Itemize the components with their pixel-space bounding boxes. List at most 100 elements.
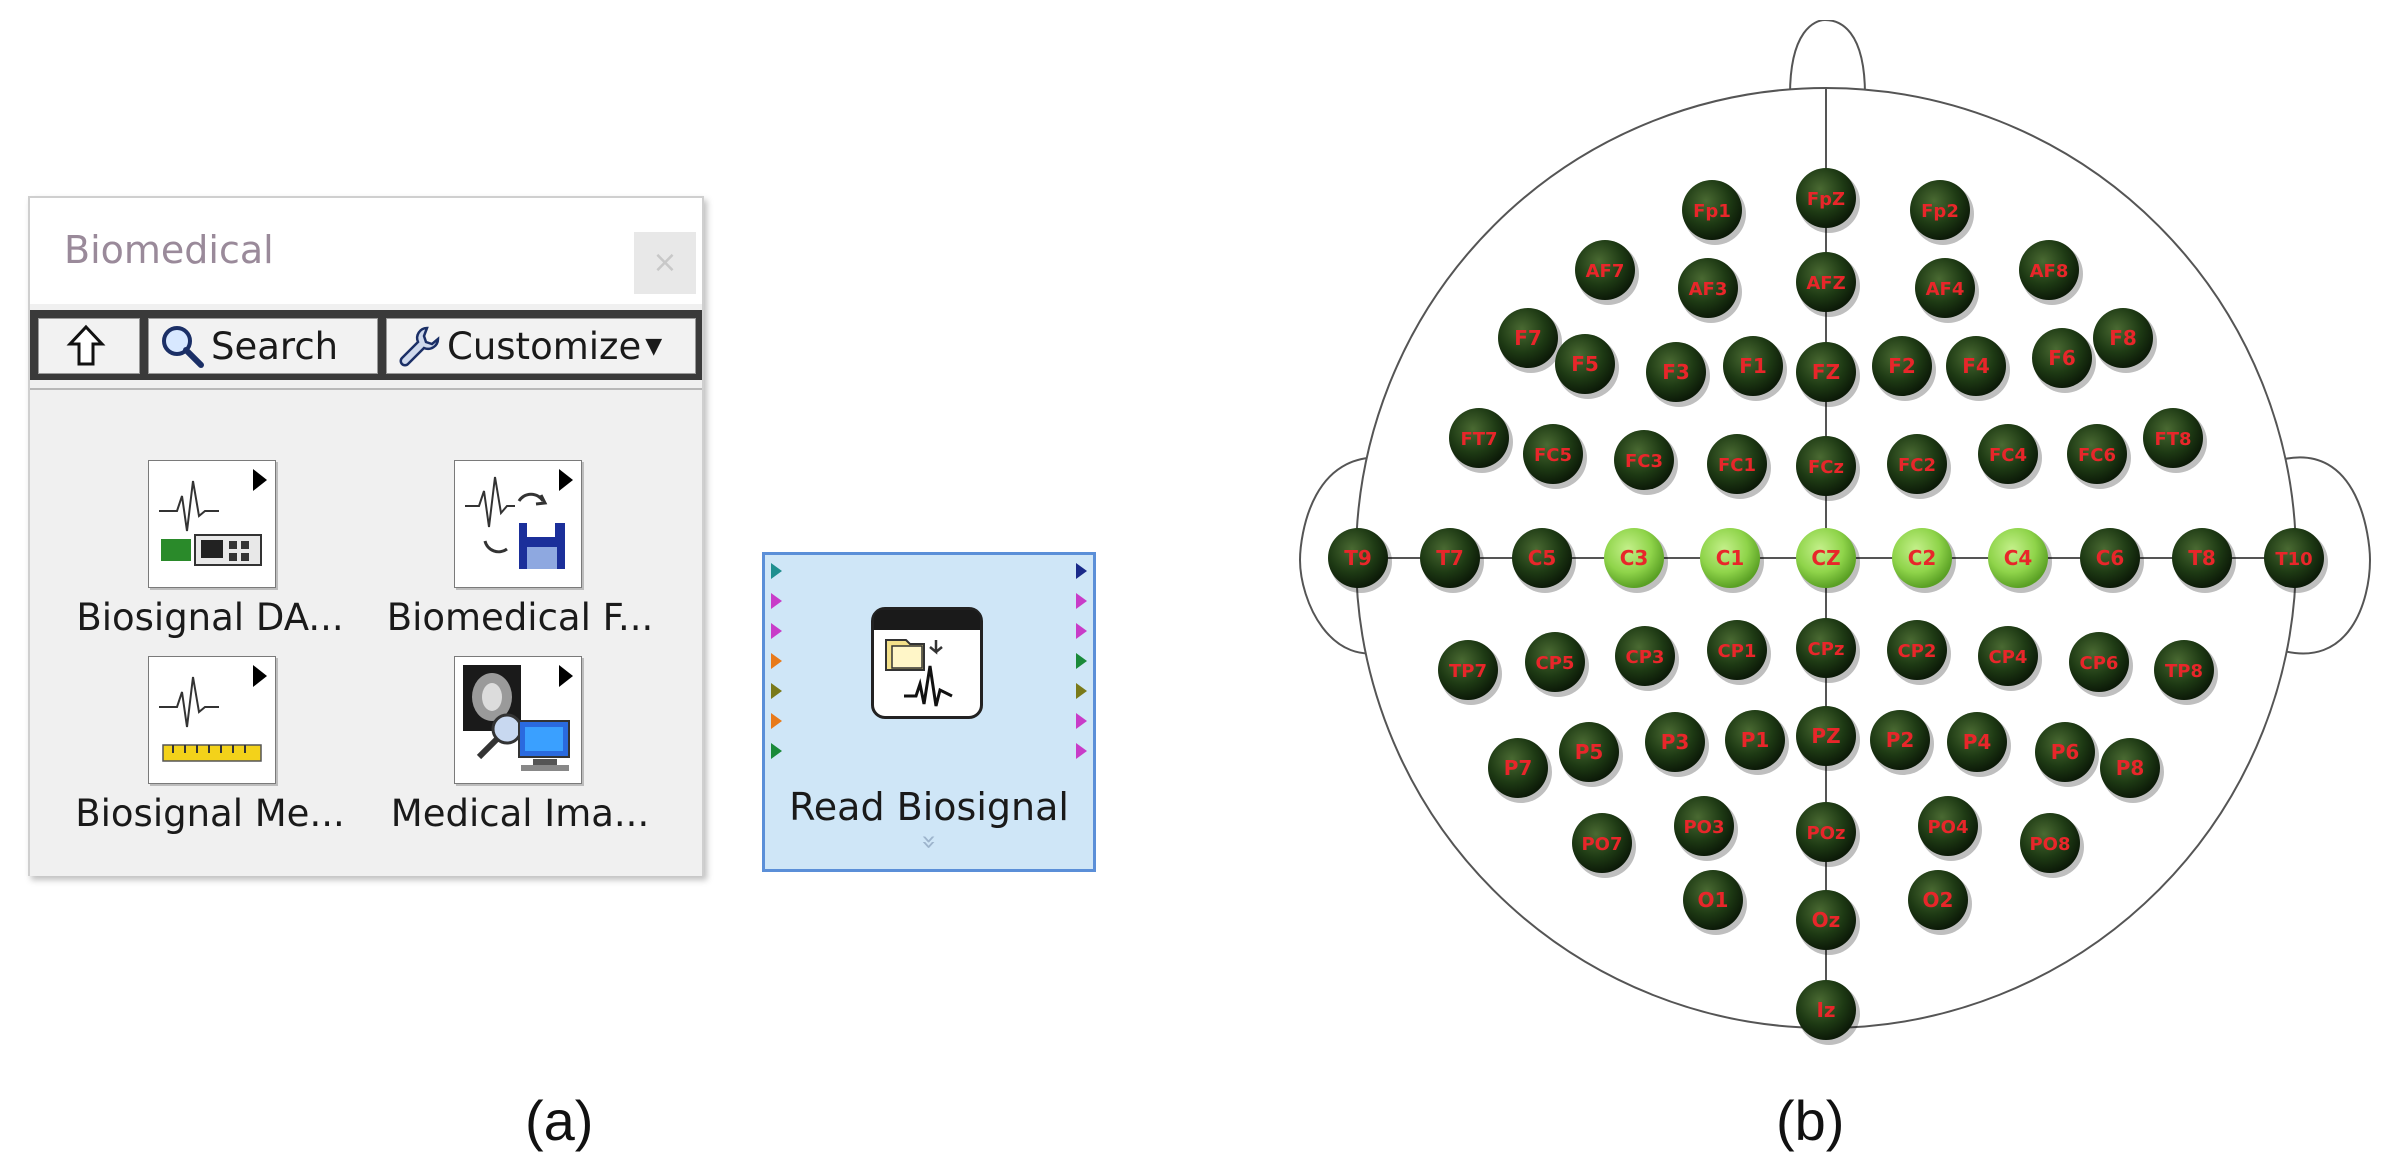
electrode-f1: F1 <box>1723 336 1787 401</box>
electrode-dot <box>1870 710 1930 770</box>
palette-title: Biomedical <box>64 228 274 272</box>
electrode-dot <box>1796 980 1856 1040</box>
up-button[interactable] <box>38 318 140 374</box>
left-terminal[interactable] <box>771 593 782 609</box>
electrode-label: C6 <box>2096 546 2125 570</box>
electrode-f2: F2 <box>1872 336 1936 401</box>
electrode-fp2: Fp2 <box>1910 180 1974 245</box>
electrode-label: Oz <box>1812 908 1841 932</box>
read-biosignal-node[interactable]: Read Biosignal » <box>762 552 1096 872</box>
left-terminal[interactable] <box>771 623 782 639</box>
search-icon <box>162 326 204 368</box>
left-terminal[interactable] <box>771 653 782 669</box>
electrode-label: C3 <box>1620 546 1649 570</box>
left-terminal[interactable] <box>771 713 782 729</box>
palette-item-label: Biosignal Me... <box>75 792 345 835</box>
electrode-tp8: TP8 <box>2154 640 2218 705</box>
palette-title-bar[interactable]: Biomedical × <box>30 198 702 304</box>
electrode-dot <box>2264 528 2324 588</box>
electrode-ft8: FT8 <box>2143 408 2207 473</box>
palette-item-biosignal-daq[interactable]: Biosignal DA... <box>50 460 370 650</box>
read-biosignal-icon <box>871 607 983 719</box>
electrode-label: PO4 <box>1927 817 1968 838</box>
electrode-label: P2 <box>1886 728 1915 752</box>
electrode-label: TP7 <box>1449 661 1487 682</box>
electrode-dot <box>1420 528 1480 588</box>
electrode-ft7: FT7 <box>1449 408 1513 473</box>
electrode-fpz: FpZ <box>1796 168 1860 233</box>
electrode-dot <box>2019 240 2079 300</box>
electrode-p7: P7 <box>1488 738 1552 803</box>
biomedical-palette-window: Biomedical × Search Customize ▼ <box>28 196 704 876</box>
electrode-dot <box>1572 813 1632 873</box>
electrode-cp1: CP1 <box>1707 620 1771 685</box>
electrode-label: P6 <box>2051 740 2080 764</box>
electrode-label: FZ <box>1812 360 1840 384</box>
electrode-dot <box>1946 336 2006 396</box>
electrode-cp5: CP5 <box>1525 632 1589 697</box>
palette-item-biosignal-measure[interactable]: Biosignal Me... <box>50 656 370 846</box>
electrode-dot <box>1604 528 1664 588</box>
electrode-t9: T9 <box>1328 528 1392 593</box>
electrode-dot <box>1978 424 2038 484</box>
electrode-label: Fp1 <box>1693 201 1731 222</box>
right-terminal[interactable] <box>1076 623 1087 639</box>
electrode-po7: PO7 <box>1572 813 1636 878</box>
electrode-dot <box>1887 434 1947 494</box>
right-terminal[interactable] <box>1076 563 1087 579</box>
electrode-p2: P2 <box>1870 710 1934 775</box>
electrode-p5: P5 <box>1559 722 1623 787</box>
electrode-dot <box>2093 308 2153 368</box>
electrode-label: C2 <box>1908 546 1937 570</box>
electrode-dot <box>1683 870 1743 930</box>
electrode-label: F8 <box>2109 326 2137 350</box>
electrode-dot <box>2035 722 2095 782</box>
electrode-cz: CZ <box>1796 528 1860 593</box>
electrode-cpz: CPz <box>1796 618 1860 683</box>
electrode-fp1: Fp1 <box>1682 180 1746 245</box>
palette-item-medical-imaging[interactable]: Medical Ima... <box>360 656 680 846</box>
right-terminal[interactable] <box>1076 653 1087 669</box>
electrode-label: AFZ <box>1806 273 1845 294</box>
biomedical-file-io-icon <box>454 460 582 588</box>
electrode-dot <box>1575 240 1635 300</box>
palette-item-biomedical-file-io[interactable]: Biomedical F... <box>360 460 680 650</box>
electrode-dot <box>1796 802 1856 862</box>
right-terminal[interactable] <box>1076 593 1087 609</box>
electrode-dot <box>1723 336 1783 396</box>
palette-item-label: Medical Ima... <box>390 792 650 835</box>
electrode-c2: C2 <box>1892 528 1956 593</box>
biosignal-daq-icon <box>148 460 276 588</box>
right-terminal[interactable] <box>1076 713 1087 729</box>
customize-button[interactable]: Customize ▼ <box>386 318 696 374</box>
electrode-label: FT7 <box>1460 429 1497 450</box>
electrode-dot <box>1908 870 1968 930</box>
electrode-dot <box>1555 334 1615 394</box>
right-ear <box>2279 456 2372 655</box>
left-terminal[interactable] <box>771 563 782 579</box>
electrode-pz: PZ <box>1796 706 1860 771</box>
electrode-dot <box>1614 430 1674 490</box>
left-terminal[interactable] <box>771 683 782 699</box>
right-terminal[interactable] <box>1076 683 1087 699</box>
electrode-dot <box>1796 252 1856 312</box>
right-terminal[interactable] <box>1076 743 1087 759</box>
close-button[interactable]: × <box>634 232 696 294</box>
electrode-t8: T8 <box>2172 528 2236 593</box>
electrode-dot <box>1707 620 1767 680</box>
electrode-fz: FZ <box>1796 342 1860 407</box>
electrode-dot <box>1887 620 1947 680</box>
electrode-label: POz <box>1807 823 1846 844</box>
palette-toolbar: Search Customize ▼ <box>30 310 702 380</box>
electrode-af8: AF8 <box>2019 240 2083 305</box>
electrode-c4: C4 <box>1988 528 2052 593</box>
expand-chevron-icon[interactable]: » <box>913 834 944 850</box>
palette-item-label: Biomedical F... <box>386 596 654 639</box>
electrode-label: O1 <box>1698 888 1729 912</box>
left-terminal[interactable] <box>771 743 782 759</box>
electrode-dot <box>1915 258 1975 318</box>
electrode-label: CP6 <box>2080 653 2119 674</box>
search-button[interactable]: Search <box>148 318 378 374</box>
